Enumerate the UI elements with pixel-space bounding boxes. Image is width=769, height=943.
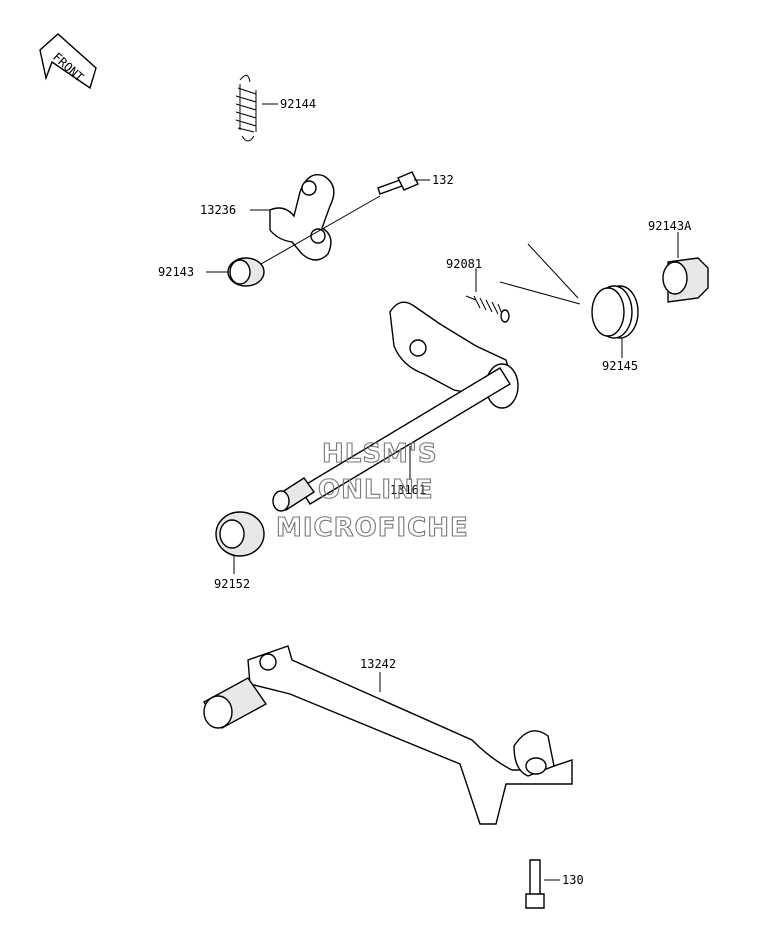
watermark: HLSM'S ONLINE MICROFICHE	[275, 438, 469, 543]
callout-130: 130	[562, 873, 584, 887]
link-plate-13236-part[interactable]	[269, 174, 335, 261]
callout-13161: 13161	[390, 483, 426, 497]
callout-132: 132	[432, 173, 454, 187]
callout-13242: 13242	[360, 657, 396, 671]
callout-92152: 92152	[214, 577, 250, 591]
bolt-132-part[interactable]	[377, 171, 419, 195]
callout-92143: 92143	[158, 265, 194, 279]
collar-92143A-part[interactable]	[662, 257, 709, 303]
front-arrow-icon: FRONT	[39, 33, 97, 90]
torsion-spring-92145-part[interactable]	[499, 243, 639, 339]
callout-92143A: 92143A	[648, 219, 692, 233]
callout-92144: 92144	[280, 97, 316, 111]
bolt-130-part[interactable]	[525, 859, 545, 909]
watermark-line-1: HLSM'S	[322, 439, 438, 469]
spring-92144-part[interactable]	[235, 75, 257, 142]
callout-92081: 92081	[446, 257, 482, 271]
washer-92152-part[interactable]	[215, 511, 265, 557]
spring-92081-part[interactable]	[465, 295, 510, 323]
watermark-line-2: ONLINE	[318, 475, 434, 505]
callout-92145: 92145	[602, 359, 638, 373]
watermark-line-3: MICROFICHE	[276, 513, 469, 543]
callout-13236: 13236	[200, 203, 236, 217]
shift-shaft-13161-part[interactable]	[272, 301, 519, 512]
collar-92143-part[interactable]	[227, 257, 265, 287]
shift-pedal-13242-part[interactable]	[202, 645, 573, 825]
